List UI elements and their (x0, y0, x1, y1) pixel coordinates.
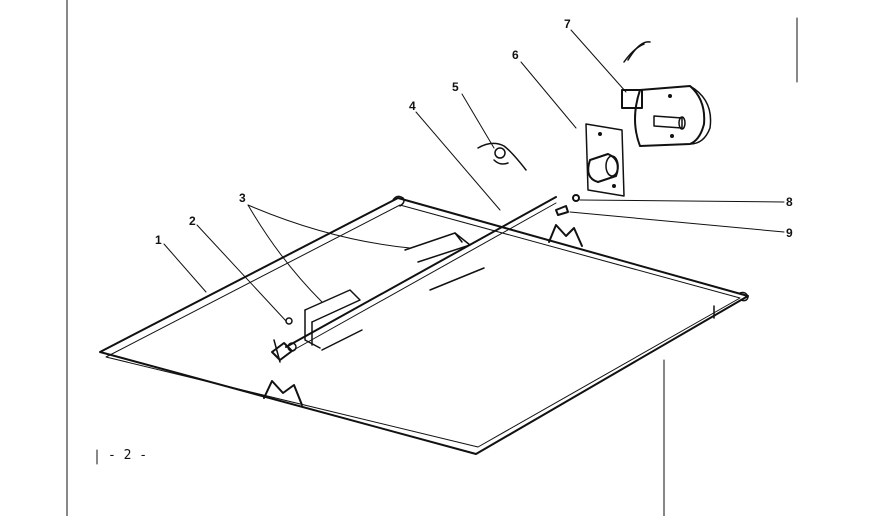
callout-labels: 1 2 3 4 5 6 7 8 9 (155, 17, 793, 247)
screw (555, 205, 569, 216)
rotisserie-motor (621, 41, 712, 147)
leader-line-4 (415, 111, 501, 211)
callout-8: 8 (786, 195, 793, 209)
spit-fork-front (304, 289, 363, 351)
page-number: - 2 - (108, 448, 147, 463)
callout-6: 6 (512, 48, 519, 62)
grid-frame (99, 195, 749, 455)
leader-line-6 (520, 61, 577, 129)
leader-line-3a (247, 204, 411, 249)
nut (572, 194, 580, 202)
leader-line-3b (247, 204, 323, 303)
leader-line-9 (569, 211, 785, 233)
callout-4: 4 (409, 99, 416, 113)
spit-fork-rear (404, 232, 485, 291)
grid-hanger-rear (548, 224, 583, 247)
leader-line-5 (461, 93, 495, 149)
callout-3: 3 (239, 191, 246, 205)
callout-2: 2 (189, 214, 196, 228)
callout-7: 7 (564, 17, 571, 31)
leader-line-8 (579, 199, 785, 203)
fork-screw (285, 317, 293, 325)
motor-bracket (585, 123, 625, 197)
spit-rod (285, 196, 557, 353)
leader-line-7 (570, 29, 627, 93)
leader-line-2 (196, 224, 287, 322)
bracket-hole-icon (612, 184, 616, 188)
leader-line-1 (163, 243, 207, 293)
leader-lines (163, 29, 785, 322)
motor-clip (477, 142, 527, 171)
callout-5: 5 (452, 80, 459, 94)
bracket-hole-icon (598, 132, 602, 136)
callout-1: 1 (155, 233, 162, 247)
callout-9: 9 (786, 226, 793, 240)
spit-handle (271, 339, 297, 363)
grid-hanger-front (263, 380, 303, 406)
